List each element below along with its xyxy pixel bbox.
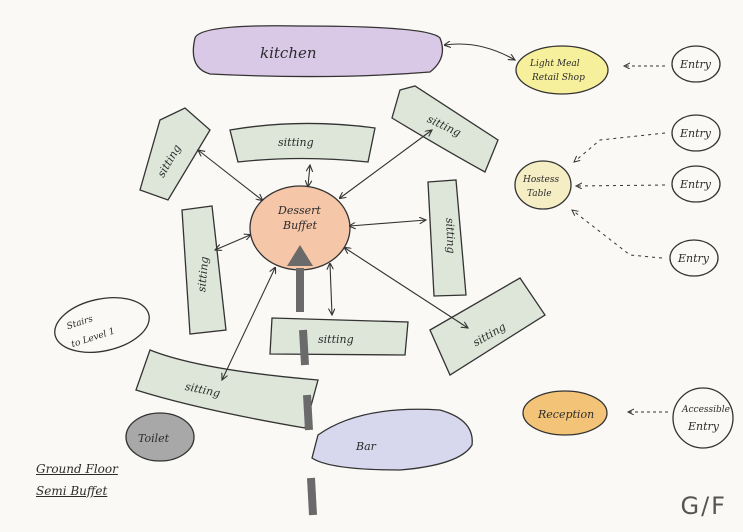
- svg-text:Toilet: Toilet: [138, 432, 170, 445]
- svg-text:Buffet: Buffet: [282, 219, 317, 232]
- svg-text:Reception: Reception: [537, 408, 594, 421]
- svg-text:Entry: Entry: [679, 58, 712, 71]
- svg-text:Entry: Entry: [679, 127, 712, 140]
- sitting-top-left: sitting: [139, 107, 211, 201]
- sitting-bottom-right: sitting: [429, 277, 546, 376]
- sitting-top: sitting: [229, 122, 376, 163]
- toilet-zone: Toilet: [125, 412, 195, 462]
- svg-text:sitting: sitting: [443, 218, 457, 254]
- floor-title: Ground Floor: [36, 462, 118, 476]
- dessert-label: Dessert: [277, 204, 321, 217]
- svg-text:Entry: Entry: [687, 420, 720, 433]
- svg-text:Retail Shop: Retail Shop: [531, 73, 585, 83]
- stairs-label: Stairs: [66, 314, 95, 332]
- stairs-zone: Stairs to Level 1: [54, 297, 150, 353]
- svg-text:Entry: Entry: [679, 178, 712, 191]
- kitchen-label: kitchen: [260, 44, 317, 62]
- hostess-table-zone: Hostess Table: [514, 160, 572, 210]
- sitting-bottom-center: sitting: [269, 317, 409, 356]
- entry-1: Entry: [671, 45, 721, 83]
- hostess-table-label: Hostess: [522, 175, 559, 185]
- svg-text:sitting: sitting: [195, 256, 211, 293]
- kitchen-zone: kitchen: [192, 25, 444, 78]
- kitchen-retail-link: [445, 44, 515, 60]
- sitting-top-right: sitting: [391, 85, 499, 173]
- bar-zone: Bar: [311, 408, 473, 471]
- floor-subtitle: Semi Buffet: [36, 484, 108, 498]
- floor-code-label: G/F: [680, 492, 727, 520]
- accessible-entry: Accessible Entry: [672, 387, 734, 449]
- reception-zone: Reception: [522, 390, 608, 436]
- svg-text:sitting: sitting: [318, 333, 354, 346]
- svg-text:sitting: sitting: [278, 136, 314, 149]
- svg-text:Table: Table: [527, 189, 552, 199]
- dessert-arrows: [198, 130, 468, 380]
- entry-2: Entry: [671, 114, 721, 152]
- retail-shop-label: Light Meal: [529, 59, 580, 69]
- entry-arrows: [572, 66, 668, 412]
- entry-path-arrow: [287, 245, 317, 516]
- svg-text:Accessible: Accessible: [681, 405, 730, 415]
- svg-text:to Level 1: to Level 1: [70, 327, 116, 350]
- sitting-left: sitting: [181, 205, 227, 335]
- svg-text:Bar: Bar: [355, 440, 377, 453]
- sitting-right: sitting: [427, 179, 467, 297]
- svg-text:Entry: Entry: [677, 252, 710, 265]
- entry-3: Entry: [671, 165, 721, 203]
- entry-4: Entry: [669, 239, 719, 277]
- retail-shop-zone: Light Meal Retail Shop: [515, 45, 609, 95]
